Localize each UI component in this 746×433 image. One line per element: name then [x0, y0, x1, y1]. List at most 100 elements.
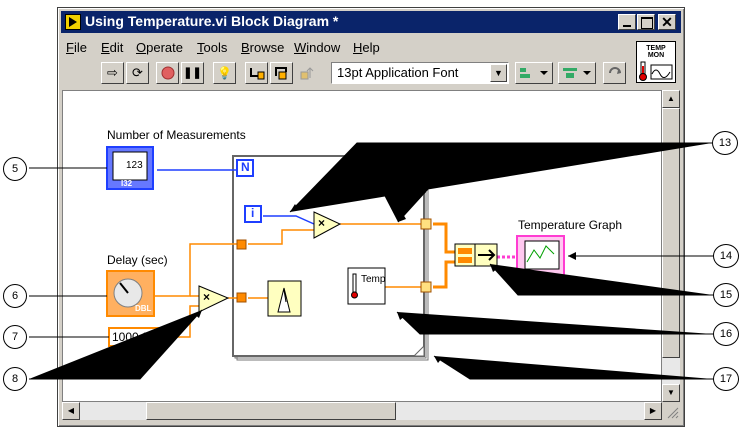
temp-subvi-label: Temp — [361, 274, 386, 285]
callout-line-16 — [396, 311, 713, 335]
callout-17: 17 — [713, 367, 739, 391]
knob-pointer-icon — [119, 282, 129, 294]
loop-count-terminal[interactable] — [236, 159, 254, 177]
align-objects-button[interactable] — [515, 62, 553, 84]
step-over-icon — [274, 67, 287, 80]
callout-arrow-8 — [194, 310, 202, 318]
run-button[interactable]: ⇨ — [101, 62, 124, 84]
menu-edit[interactable]: Edit — [101, 40, 124, 55]
menu-file[interactable]: File — [66, 40, 87, 55]
delay-label[interactable]: Delay (sec) — [107, 253, 168, 267]
graph-trace-icon — [526, 245, 555, 263]
vi-icon-line2: MON — [647, 52, 665, 59]
reorder-icon — [608, 67, 621, 74]
auto-index-tunnel-time[interactable] — [420, 218, 432, 230]
menu-help[interactable]: Help — [353, 40, 380, 55]
int-control-type: 123 — [125, 160, 144, 171]
callout-arrow-13b — [398, 214, 406, 222]
callout-line-13a — [289, 142, 712, 213]
wire-delay-to-tunnel[interactable] — [154, 243, 243, 297]
scroll-up-icon[interactable]: ▲ — [662, 90, 680, 108]
step-into-button[interactable] — [245, 62, 268, 84]
font-selector[interactable]: 13pt Application Font ▼ — [331, 62, 509, 84]
step-out-icon — [300, 67, 313, 80]
iteration-symbol: i — [251, 206, 255, 220]
multiply-function-delay[interactable] — [198, 285, 230, 313]
callout-7-text: 7 — [11, 331, 19, 343]
step-out-button[interactable] — [295, 62, 318, 84]
chevron-down-icon[interactable]: ▼ — [490, 64, 507, 82]
bundle-input-2 — [458, 257, 472, 263]
number-of-measurements-label[interactable]: Number of Measurements — [107, 128, 246, 142]
horizontal-scroll-thumb[interactable] — [146, 402, 396, 420]
wire-delay-to-loop-multiply[interactable] — [248, 229, 314, 245]
callout-8: 8 — [3, 367, 27, 391]
callout-16-text: 16 — [719, 328, 733, 340]
reorder-button[interactable] — [603, 62, 626, 84]
distribute-objects-button[interactable] — [558, 62, 596, 84]
maximize-button[interactable] — [637, 14, 655, 30]
tunnel-milliseconds[interactable] — [236, 292, 247, 303]
menu-window[interactable]: Window — [294, 40, 341, 55]
menu-browse[interactable]: Browse — [241, 40, 285, 55]
wire-iteration[interactable] — [263, 215, 315, 225]
callout-8-text: 8 — [11, 373, 19, 385]
callout-14-text: 14 — [719, 250, 733, 262]
temp-thermometer-bulb — [351, 291, 358, 299]
font-selector-value: 13pt Application Font — [337, 65, 459, 80]
menu-bar: File Edit Operate Tools Browse Window He… — [61, 36, 621, 56]
callout-16: 16 — [713, 322, 739, 346]
temperature-graph-label[interactable]: Temperature Graph — [518, 218, 623, 232]
multiply-function-loop[interactable] — [313, 211, 342, 239]
scroll-right-icon[interactable]: ▶ — [644, 402, 662, 420]
vi-icon[interactable]: TEMP MON — [636, 41, 676, 83]
menu-tools[interactable]: Tools — [197, 40, 228, 55]
scroll-left-icon[interactable]: ◀ — [62, 402, 80, 420]
callout-15-text: 15 — [719, 289, 733, 301]
callout-line-17 — [433, 355, 713, 380]
run-continuously-button[interactable]: ⟳ — [126, 62, 149, 84]
pause-button[interactable]: ❚❚ — [181, 62, 204, 84]
title-bar[interactable]: Using Temperature.vi Block Diagram * ✕ — [61, 11, 681, 33]
loop-resize-corner[interactable] — [412, 344, 425, 357]
minimize-button[interactable] — [618, 14, 636, 30]
callout-arrow-17 — [434, 356, 442, 363]
temp-thermometer-icon — [352, 273, 357, 293]
resize-grip-icon[interactable] — [662, 402, 680, 420]
auto-index-tunnel-temp[interactable] — [420, 281, 432, 293]
callout-arrow-16 — [397, 312, 405, 320]
callout-5-text: 5 — [11, 163, 19, 175]
labview-run-icon — [65, 14, 81, 30]
toolbar: ⇨ ⟳ ❚❚ 💡 13pt Application Font ▼ — [61, 58, 636, 88]
pause-icon: ❚❚ — [183, 67, 202, 79]
horizontal-scrollbar[interactable]: ◀ ▶ — [62, 402, 662, 420]
callout-6: 6 — [3, 284, 27, 308]
callout-arrow-15 — [490, 264, 498, 272]
step-into-icon — [249, 68, 264, 80]
window-title: Using Temperature.vi Block Diagram * — [85, 13, 339, 29]
menu-operate[interactable]: Operate — [136, 40, 183, 55]
abort-button[interactable] — [156, 62, 179, 84]
bundle-arrow-icon — [478, 249, 496, 261]
callout-15: 15 — [713, 283, 739, 307]
close-icon: ✕ — [661, 14, 673, 30]
stop-sign-icon — [161, 66, 174, 80]
scroll-down-icon[interactable]: ▼ — [662, 384, 680, 402]
highlight-execution-button[interactable]: 💡 — [213, 62, 236, 84]
tunnel-delay[interactable] — [236, 239, 247, 250]
run-continuously-icon: ⟳ — [132, 65, 143, 80]
iteration-terminal[interactable] — [244, 205, 262, 223]
callout-line-13b — [357, 142, 472, 223]
callout-6-text: 6 — [11, 290, 19, 302]
wire-arrays-to-bundle[interactable] — [433, 222, 458, 289]
step-over-button[interactable] — [270, 62, 293, 84]
resize-grip-lines — [667, 407, 679, 419]
callout-line-15 — [489, 263, 713, 296]
thermometer-icon — [639, 61, 673, 81]
close-button[interactable]: ✕ — [658, 14, 676, 30]
distribute-objects-icon — [563, 68, 591, 78]
constant-value[interactable]: 1000.00 — [112, 330, 156, 344]
callout-14: 14 — [713, 244, 739, 268]
metronome-icon — [277, 287, 291, 313]
